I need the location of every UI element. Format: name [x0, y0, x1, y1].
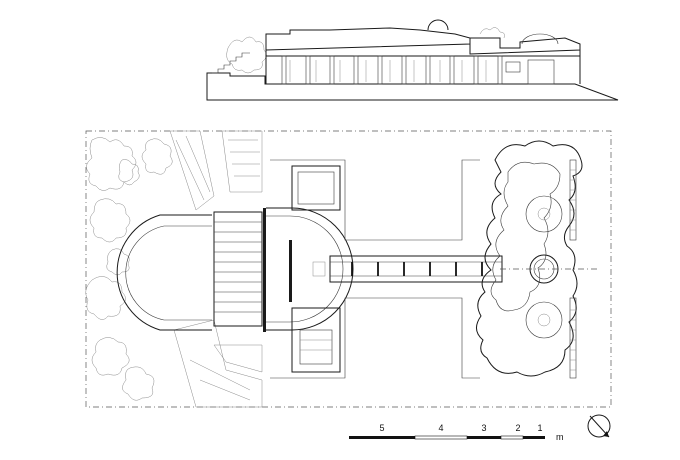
rear-pavilion: [469, 37, 581, 55]
roof-dome: [427, 19, 449, 31]
scale-seg-5: [523, 436, 545, 439]
central-corridor: [312, 255, 503, 283]
scale-seg-4: [500, 435, 524, 440]
entrance-hall-inner: [266, 215, 344, 323]
rear-wall-hatching: [569, 159, 577, 379]
scale-label-3: 3: [481, 423, 486, 433]
entrance-stairs: [213, 211, 263, 327]
tree-canopy: [85, 137, 173, 401]
slope-hatching: [169, 130, 263, 408]
rear-pavilion-outline: [476, 140, 583, 377]
scale-label-4: 4: [438, 423, 443, 433]
entrance-hall-outer: [266, 207, 354, 331]
rear-vault: [521, 33, 559, 45]
facade-windows: [289, 60, 487, 82]
hall-partition: [289, 240, 292, 302]
rear-domes: [525, 195, 563, 339]
room-south-inner: [299, 329, 333, 365]
ground-profile: [206, 72, 619, 101]
site-boundary: [85, 130, 612, 408]
forecourt-outer: [116, 214, 212, 331]
facade-columns: [281, 55, 503, 85]
scale-label-2: 2: [515, 423, 520, 433]
facade-door: [527, 59, 555, 85]
scale-seg-2: [414, 435, 468, 440]
facade-sign: [505, 61, 521, 73]
foliage-right: [479, 27, 505, 39]
scale-label-1: 1: [537, 423, 542, 433]
roof: [265, 27, 471, 51]
room-south: [291, 307, 341, 373]
room-north: [291, 165, 341, 211]
scale-unit: m: [556, 432, 564, 442]
foliage-left: [226, 36, 267, 74]
forecourt-inner: [125, 225, 212, 321]
scale-seg-1: [349, 436, 415, 439]
site-plan: [85, 130, 612, 408]
section-stair: [212, 52, 250, 74]
room-north-inner: [297, 171, 335, 205]
section-elevation: [206, 19, 619, 101]
building-outline-north: [270, 159, 480, 241]
scale-bar: 5 4 3 2 1 m: [349, 423, 564, 442]
entry-wall: [263, 208, 266, 332]
building-outline-south: [270, 297, 480, 379]
scale-label-5: 5: [379, 423, 384, 433]
north-arrow-icon: [587, 414, 611, 438]
scale-seg-3: [467, 436, 501, 439]
rear-pavilion-inner: [490, 161, 561, 312]
